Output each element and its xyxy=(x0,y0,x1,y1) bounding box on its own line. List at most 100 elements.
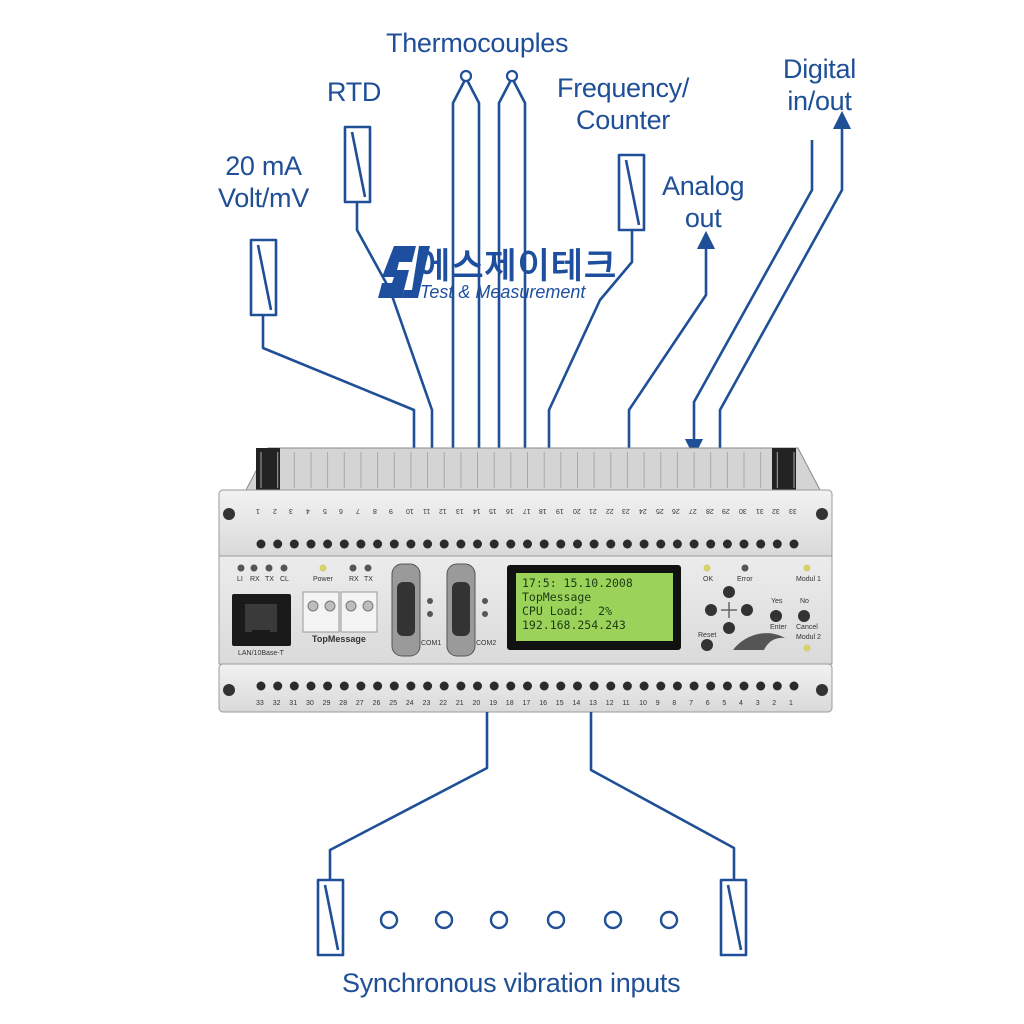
top-terminal-number: 14 xyxy=(472,507,481,514)
vibration-sensor-right xyxy=(719,878,748,957)
top-terminal-number: 4 xyxy=(306,507,310,514)
bottom-terminal-number: 10 xyxy=(639,700,647,707)
top-terminal-screw xyxy=(589,539,599,549)
top-terminal-screw xyxy=(456,539,466,549)
top-terminal-screw xyxy=(289,539,299,549)
yes-enter-button xyxy=(770,610,782,622)
bottom-terminal-screw xyxy=(506,681,516,691)
reset-button xyxy=(701,639,713,651)
led-label-li: LI xyxy=(237,576,243,583)
top-terminal-screw xyxy=(606,539,616,549)
navigation-pad xyxy=(705,586,753,634)
top-terminal-screw xyxy=(672,539,682,549)
top-terminal-screw xyxy=(489,539,499,549)
bottom-terminal-screw xyxy=(389,681,399,691)
analog-out-wire xyxy=(627,230,716,452)
bottom-terminal-screw xyxy=(423,681,433,691)
bottom-terminal-number: 7 xyxy=(689,700,693,707)
bottom-terminal-screw xyxy=(356,681,366,691)
bottom-terminal-number: 22 xyxy=(439,700,447,707)
top-terminal-screw xyxy=(706,539,716,549)
rtd-label: RTD xyxy=(327,77,382,107)
top-terminal-number: 22 xyxy=(605,507,614,514)
bottom-terminal-screw xyxy=(622,681,632,691)
error-label: Error xyxy=(737,576,753,583)
top-terminal-screw xyxy=(689,539,699,549)
tx-label: TX xyxy=(364,576,373,583)
top-terminal-screw xyxy=(722,539,732,549)
lan-label: LAN/10Base-T xyxy=(238,650,284,657)
com1-port xyxy=(391,563,421,657)
top-terminal-number: 8 xyxy=(372,507,377,514)
com1-label: COM1 xyxy=(421,640,442,647)
company-name-korean: 에스제이테크 xyxy=(418,247,618,287)
synchronous-vibration-label: Synchronous vibration inputs xyxy=(342,968,681,998)
led-label-rx: RX xyxy=(250,576,260,583)
digital-io-label-line2: in/out xyxy=(787,86,852,116)
bottom-terminal-screw xyxy=(722,681,732,691)
top-terminal-number: 15 xyxy=(489,507,497,514)
analog-out-label-line1: Analog xyxy=(662,171,745,201)
no-label: No xyxy=(800,598,809,605)
power-label: Power xyxy=(313,576,333,583)
vibration-wire-right xyxy=(589,712,736,880)
bottom-terminal-screw xyxy=(672,681,682,691)
top-terminal-number: 13 xyxy=(455,507,464,514)
top-terminal-screw xyxy=(756,539,766,549)
vibration-sensor-left xyxy=(316,878,345,957)
bottom-terminal-number: 17 xyxy=(522,700,531,707)
top-terminal-screw xyxy=(556,539,566,549)
top-terminal-screw xyxy=(423,539,433,549)
frequency-label-line2: Counter xyxy=(576,105,671,135)
top-terminal-screw xyxy=(772,539,782,549)
sj-logo-icon xyxy=(378,246,430,298)
led-label-cl: CL xyxy=(280,576,289,583)
top-terminal-screw xyxy=(789,539,799,549)
bottom-terminal-screw xyxy=(523,681,532,691)
bottom-terminal-screw xyxy=(789,681,799,691)
digital-in-wire xyxy=(684,140,814,458)
digital-io-label-line1: Digital xyxy=(783,54,856,84)
top-terminal-number: 7 xyxy=(355,507,360,514)
bottom-terminal-screw xyxy=(589,681,599,691)
reset-label: Reset xyxy=(698,632,717,639)
bottom-terminal-number: 19 xyxy=(489,700,497,707)
top-terminal-number: 23 xyxy=(622,507,631,514)
lcd-line-3: CPU Load: 2% xyxy=(522,604,613,618)
cancel-label: Cancel xyxy=(796,624,818,631)
top-terminal-screw xyxy=(256,539,266,549)
top-terminal-number: 32 xyxy=(772,507,781,514)
bottom-terminal-number: 26 xyxy=(372,700,381,707)
current-voltage-label-line1: 20 mA xyxy=(225,151,302,181)
status-leds xyxy=(237,564,288,572)
power-led xyxy=(319,564,327,572)
frequency-label: Frequency/ Counter xyxy=(557,72,689,136)
brand-label: TopMessage xyxy=(312,634,366,644)
power-connector xyxy=(302,591,378,633)
top-terminal-number: 24 xyxy=(639,507,647,514)
bottom-terminal-screw xyxy=(656,681,666,691)
error-led xyxy=(741,564,749,572)
frequency-wire xyxy=(547,230,634,450)
bottom-terminal-number: 9 xyxy=(655,700,660,707)
bottom-terminal-screw xyxy=(772,681,782,691)
top-terminal-number: 16 xyxy=(505,507,514,514)
bottom-terminal-number: 27 xyxy=(355,700,364,707)
top-terminal-number: 5 xyxy=(322,507,327,514)
thermocouple-junction-1 xyxy=(459,69,473,83)
top-terminal-number: 12 xyxy=(439,507,447,514)
top-terminal-number: 10 xyxy=(405,507,414,514)
bottom-terminal-screw xyxy=(456,681,466,691)
top-terminal-screw xyxy=(506,539,516,549)
no-cancel-button xyxy=(798,610,810,622)
analog-out-label: Analog out xyxy=(662,170,745,234)
bottom-terminal-screws xyxy=(256,681,799,691)
top-terminal-screws xyxy=(256,539,799,549)
current-voltage-wire xyxy=(261,315,416,450)
top-terminal-screw xyxy=(539,539,549,549)
ok-label: OK xyxy=(703,576,714,583)
top-terminal-screw xyxy=(473,539,482,549)
company-tagline: Test & Measurement xyxy=(420,282,586,302)
